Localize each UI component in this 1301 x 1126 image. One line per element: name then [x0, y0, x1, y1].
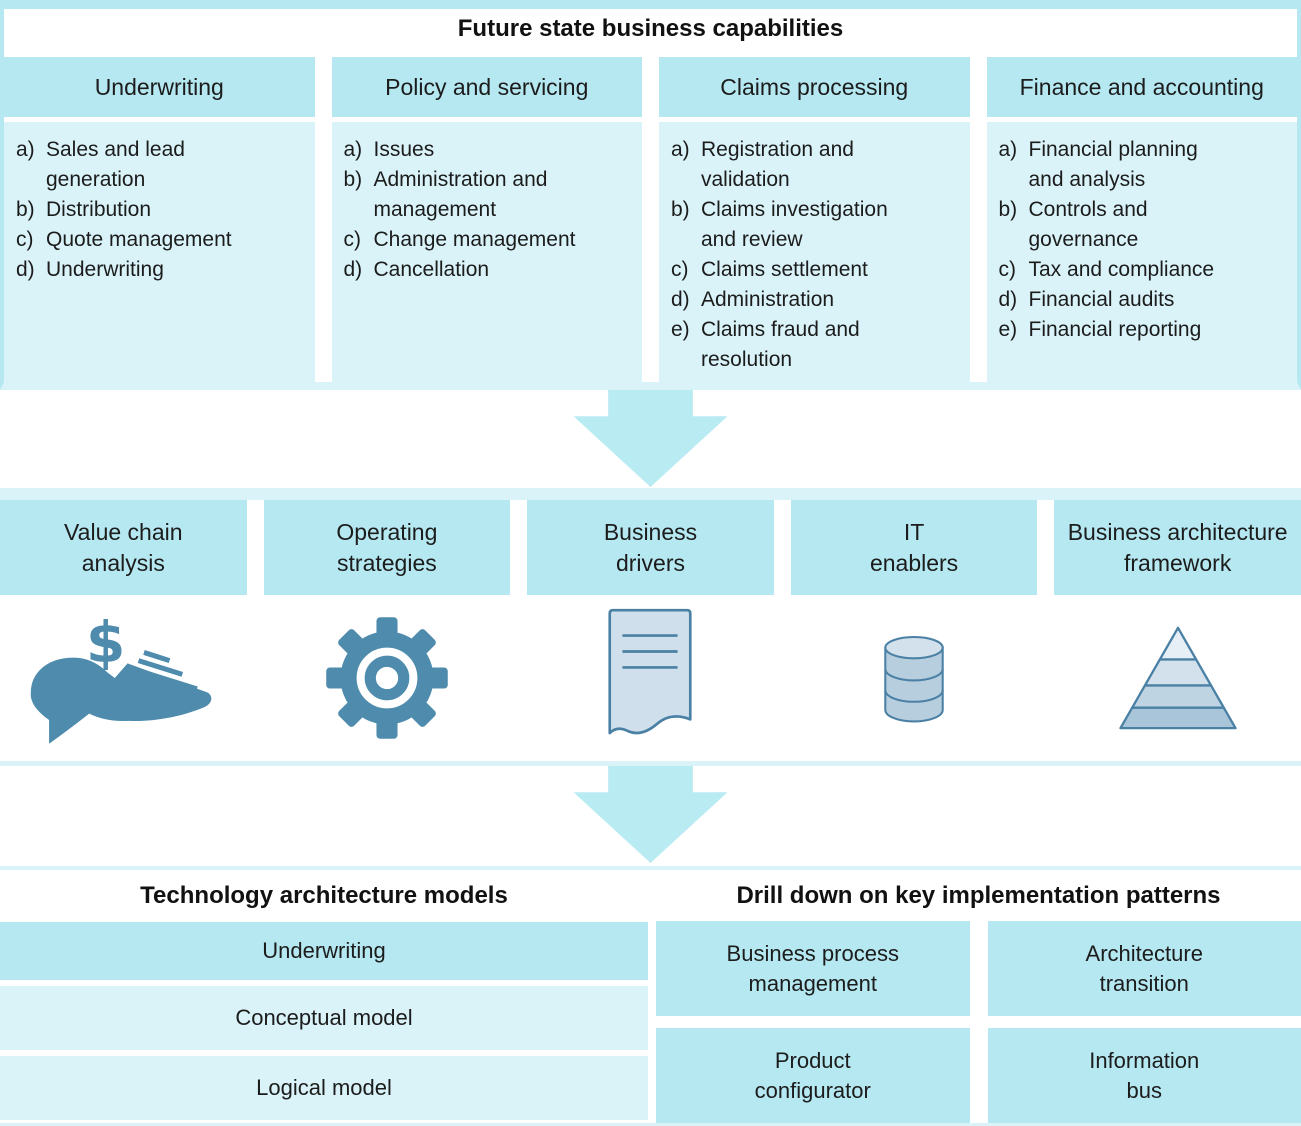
capability-item: b) Controls and governance: [998, 198, 1148, 251]
capability-item: d) Administration: [671, 288, 835, 311]
column-header: Claims processing: [659, 57, 970, 117]
capability-item: b) Administration and management: [343, 168, 548, 221]
capability-columns: Underwriting a) Sales and lead generatio…: [4, 48, 1297, 382]
column-header: Finance and accounting: [986, 57, 1297, 117]
pattern-box-business-process-management: Business process management: [656, 921, 970, 1016]
section-title-implementation-patterns: Drill down on key implementation pattern…: [656, 870, 1301, 921]
pattern-box-architecture-transition: Architecture transition: [987, 921, 1301, 1016]
down-arrow-icon: [573, 766, 728, 863]
pyramid-icon: [1118, 626, 1237, 730]
capability-item: a) Registration and validation: [671, 138, 854, 191]
analysis-headers: Value chain analysis Operating strategie…: [0, 500, 1301, 595]
capability-item: c) Tax and compliance: [998, 258, 1215, 281]
pattern-box-information-bus: Information bus: [987, 1028, 1301, 1123]
implementation-patterns-section: Drill down on key implementation pattern…: [656, 870, 1301, 1123]
column-policy-and-servicing: Policy and servicing a) Issues b) Admini…: [331, 57, 642, 382]
tech-row-logical-model: Logical model: [0, 1056, 648, 1120]
column-body: a) Registration and validation b) Claims…: [659, 122, 970, 382]
capability-item: e) Financial reporting: [998, 318, 1202, 341]
arrow-band-2: [0, 766, 1301, 866]
analysis-tools-section: Value chain analysis Operating strategie…: [0, 488, 1301, 766]
section-title-future-state: Future state business capabilities: [4, 9, 1297, 48]
capability-item: c) Quote management: [16, 228, 232, 251]
document-icon: [608, 608, 693, 735]
hand-dollar-icon: $: [31, 610, 212, 744]
capability-item: c) Claims settlement: [671, 258, 868, 281]
bottom-section: Technology architecture models Underwrit…: [0, 866, 1301, 1126]
capability-item: d) Financial audits: [998, 288, 1175, 311]
column-body: a) Issues b) Administration and manageme…: [331, 122, 642, 382]
capability-item: a) Financial planning and analysis: [998, 138, 1198, 191]
gear-icon: [326, 617, 448, 739]
capability-item: d) Underwriting: [16, 258, 164, 281]
down-arrow-icon: [573, 390, 728, 487]
capability-item: b) Claims investigation and review: [671, 198, 888, 251]
tech-row-conceptual-model: Conceptual model: [0, 986, 648, 1050]
capability-item: b) Distribution: [16, 198, 152, 221]
capability-item: d) Cancellation: [343, 258, 490, 281]
column-header: Underwriting: [4, 57, 315, 117]
pattern-box-product-configurator: Product configurator: [656, 1028, 970, 1123]
card-header-business-architecture-framework: Business architecture framework: [1054, 500, 1301, 595]
capability-item: a) Issues: [343, 138, 435, 161]
column-body: a) Financial planning and analysis b) Co…: [986, 122, 1297, 382]
column-claims-processing: Claims processing a) Registration and va…: [659, 57, 970, 382]
capability-item: c) Change management: [343, 228, 576, 251]
database-icon: [884, 635, 944, 723]
analysis-icons-row: $: [0, 595, 1301, 761]
column-header: Policy and servicing: [331, 57, 642, 117]
technology-architecture-section: Technology architecture models Underwrit…: [0, 870, 648, 1123]
card-header-business-drivers: Business drivers: [527, 500, 774, 595]
card-header-value-chain-analysis: Value chain analysis: [0, 500, 247, 595]
future-state-section: Future state business capabilities Under…: [0, 0, 1301, 390]
card-header-operating-strategies: Operating strategies: [263, 500, 511, 595]
column-finance-and-accounting: Finance and accounting a) Financial plan…: [986, 57, 1297, 382]
capability-item: e) Claims fraud and resolution: [671, 318, 860, 371]
tech-row-underwriting: Underwriting: [0, 922, 648, 980]
column-underwriting: Underwriting a) Sales and lead generatio…: [4, 57, 315, 382]
column-body: a) Sales and lead generation b) Distribu…: [4, 122, 315, 382]
arrow-band-1: [0, 390, 1301, 488]
pattern-grid: Business process management Architecture…: [656, 921, 1301, 1123]
section-title-technology-architecture: Technology architecture models: [0, 870, 648, 922]
card-header-it-enablers: IT enablers: [790, 500, 1038, 595]
capability-item: a) Sales and lead generation: [16, 138, 185, 191]
